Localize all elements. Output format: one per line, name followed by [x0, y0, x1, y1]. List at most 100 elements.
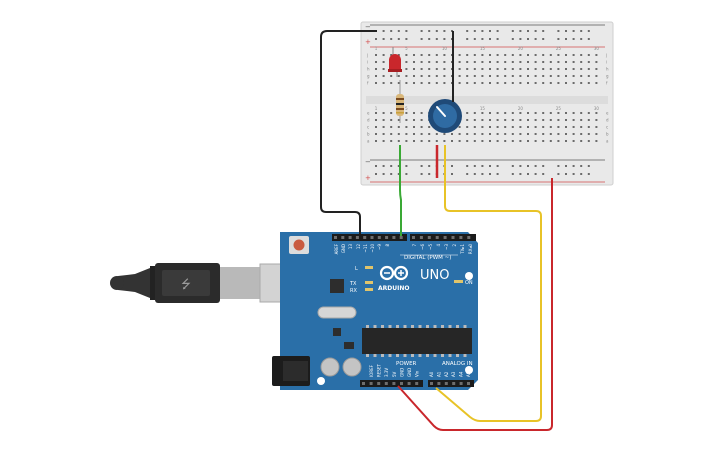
breadboard-hole[interactable]	[534, 119, 537, 121]
breadboard-hole[interactable]	[519, 112, 522, 114]
reset-button[interactable]	[293, 239, 305, 251]
breadboard-hole[interactable]	[382, 82, 385, 84]
breadboard-hole[interactable]	[557, 82, 560, 84]
breadboard-hole[interactable]	[504, 54, 507, 56]
digital-pin-hole[interactable]	[399, 236, 403, 239]
breadboard-hole[interactable]	[527, 112, 529, 114]
digital-pin-hole[interactable]	[451, 236, 455, 239]
breadboard-hole[interactable]	[390, 112, 393, 114]
breadboard-hole[interactable]	[397, 119, 400, 121]
breadboard-hole[interactable]	[375, 75, 377, 77]
breadboard-hole[interactable]	[443, 140, 446, 142]
breadboard-hole[interactable]	[572, 133, 575, 135]
breadboard-hole[interactable]	[489, 126, 491, 128]
rail-hole[interactable]	[382, 173, 385, 175]
digital-header-right[interactable]	[410, 234, 476, 241]
breadboard-hole[interactable]	[572, 112, 575, 114]
red-led[interactable]	[388, 47, 402, 77]
breadboard-hole[interactable]	[519, 82, 522, 84]
breadboard-hole[interactable]	[375, 112, 377, 114]
breadboard-hole[interactable]	[565, 54, 567, 56]
breadboard-hole[interactable]	[511, 126, 514, 128]
rail-hole[interactable]	[489, 165, 491, 167]
breadboard-hole[interactable]	[375, 140, 377, 142]
breadboard-hole[interactable]	[496, 61, 499, 63]
breadboard-hole[interactable]	[451, 140, 453, 142]
breadboard-hole[interactable]	[527, 140, 529, 142]
rail-hole[interactable]	[511, 173, 514, 175]
breadboard-hole[interactable]	[428, 68, 431, 70]
rail-hole[interactable]	[489, 38, 491, 40]
breadboard-hole[interactable]	[519, 140, 522, 142]
digital-pin-hole[interactable]	[334, 236, 337, 239]
rail-hole[interactable]	[473, 38, 476, 40]
breadboard-hole[interactable]	[511, 75, 514, 77]
rail-hole[interactable]	[466, 173, 469, 175]
breadboard-hole[interactable]	[435, 75, 438, 77]
breadboard-hole[interactable]	[504, 140, 507, 142]
breadboard-hole[interactable]	[375, 82, 377, 84]
breadboard-hole[interactable]	[413, 133, 415, 135]
breadboard-hole[interactable]	[549, 54, 552, 56]
breadboard-hole[interactable]	[443, 54, 446, 56]
breadboard-hole[interactable]	[496, 119, 499, 121]
digital-pin-hole[interactable]	[459, 236, 463, 239]
breadboard-hole[interactable]	[405, 119, 408, 121]
rail-hole[interactable]	[496, 173, 499, 175]
breadboard-hole[interactable]	[519, 54, 522, 56]
breadboard-hole[interactable]	[473, 82, 476, 84]
analog-pin-hole[interactable]	[459, 382, 463, 385]
breadboard-hole[interactable]	[587, 140, 590, 142]
breadboard-hole[interactable]	[549, 119, 552, 121]
breadboard-hole[interactable]	[458, 61, 461, 63]
breadboard-hole[interactable]	[420, 119, 423, 121]
breadboard-hole[interactable]	[489, 61, 491, 63]
rail-hole[interactable]	[557, 38, 560, 40]
breadboard-hole[interactable]	[466, 112, 469, 114]
rail-hole[interactable]	[420, 165, 423, 167]
breadboard-hole[interactable]	[496, 75, 499, 77]
breadboard-hole[interactable]	[580, 119, 583, 121]
breadboard-hole[interactable]	[458, 68, 461, 70]
breadboard-hole[interactable]	[413, 112, 415, 114]
breadboard-hole[interactable]	[428, 54, 431, 56]
breadboard-hole[interactable]	[397, 54, 400, 56]
breadboard-hole[interactable]	[473, 68, 476, 70]
rail-hole[interactable]	[587, 30, 590, 32]
rail-hole[interactable]	[443, 38, 446, 40]
rail-hole[interactable]	[428, 38, 431, 40]
breadboard-hole[interactable]	[580, 68, 583, 70]
breadboard-hole[interactable]	[595, 112, 598, 114]
rail-hole[interactable]	[428, 165, 431, 167]
rail-hole[interactable]	[496, 30, 499, 32]
breadboard-hole[interactable]	[572, 61, 575, 63]
rail-hole[interactable]	[565, 30, 567, 32]
digital-pin-hole[interactable]	[392, 236, 396, 239]
breadboard-hole[interactable]	[587, 133, 590, 135]
breadboard-hole[interactable]	[420, 82, 423, 84]
rail-hole[interactable]	[382, 30, 385, 32]
rail-hole[interactable]	[572, 30, 575, 32]
breadboard-hole[interactable]	[511, 133, 514, 135]
rail-hole[interactable]	[565, 38, 567, 40]
breadboard-hole[interactable]	[549, 75, 552, 77]
breadboard-hole[interactable]	[511, 119, 514, 121]
rail-hole[interactable]	[534, 30, 537, 32]
breadboard-hole[interactable]	[549, 140, 552, 142]
breadboard-hole[interactable]	[580, 82, 583, 84]
breadboard-hole[interactable]	[489, 133, 491, 135]
breadboard-hole[interactable]	[489, 82, 491, 84]
breadboard-hole[interactable]	[595, 133, 598, 135]
breadboard-hole[interactable]	[466, 82, 469, 84]
power-pin-hole[interactable]	[407, 382, 411, 385]
rail-hole[interactable]	[382, 165, 385, 167]
breadboard-hole[interactable]	[542, 119, 545, 121]
breadboard-hole[interactable]	[473, 133, 476, 135]
breadboard-hole[interactable]	[413, 75, 415, 77]
resistor[interactable]	[396, 80, 404, 123]
breadboard-hole[interactable]	[382, 126, 385, 128]
breadboard-hole[interactable]	[549, 68, 552, 70]
breadboard-hole[interactable]	[489, 68, 491, 70]
digital-pin-hole[interactable]	[443, 236, 447, 239]
breadboard-hole[interactable]	[565, 133, 567, 135]
